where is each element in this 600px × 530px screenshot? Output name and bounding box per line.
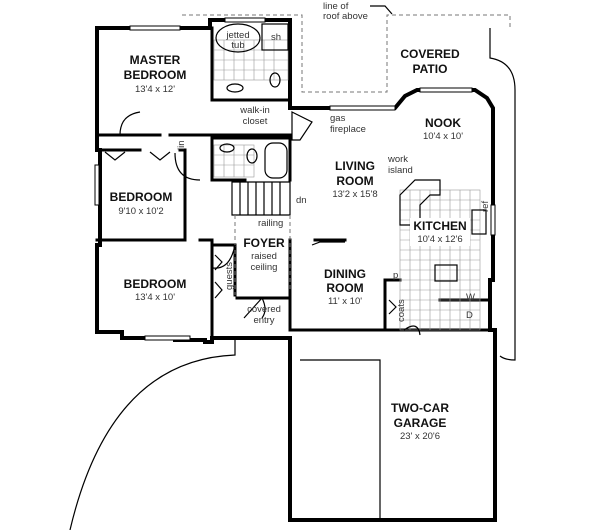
- svg-text:guests: guests: [224, 262, 235, 290]
- closet-door: [104, 151, 397, 315]
- master-bedroom-label: MASTER BEDROOM 13'4 x 12': [124, 53, 187, 95]
- svg-text:10'4 x 12'6: 10'4 x 12'6: [417, 234, 462, 245]
- shower: [261, 23, 289, 51]
- svg-text:23' x 20'6: 23' x 20'6: [400, 431, 440, 442]
- svg-text:NOOK: NOOK: [425, 116, 461, 130]
- svg-text:jetted: jetted: [225, 30, 249, 41]
- svg-text:ROOM: ROOM: [336, 174, 373, 188]
- exterior-wall: [95, 18, 497, 522]
- svg-text:TWO-CAR: TWO-CAR: [391, 401, 449, 415]
- svg-text:13'4 x 10': 13'4 x 10': [135, 292, 175, 303]
- bedroom-2-label: BEDROOM 9'10 x 10'2: [110, 190, 173, 217]
- window: [129, 25, 181, 31]
- svg-text:GARAGE: GARAGE: [394, 416, 447, 430]
- svg-text:entry: entry: [253, 315, 274, 326]
- svg-text:p: p: [393, 270, 398, 281]
- svg-text:gas: gas: [330, 113, 346, 124]
- fireplace: [291, 111, 313, 141]
- svg-text:ROOM: ROOM: [326, 281, 363, 295]
- jetted-tub: [215, 23, 261, 53]
- svg-text:dn: dn: [296, 195, 307, 206]
- window: [329, 105, 396, 111]
- svg-text:raised: raised: [251, 251, 277, 262]
- svg-text:line of: line of: [323, 1, 349, 12]
- svg-text:MASTER: MASTER: [130, 53, 181, 67]
- svg-text:sh: sh: [271, 32, 281, 43]
- bathtub: [264, 142, 288, 179]
- svg-text:railing: railing: [258, 218, 283, 229]
- bath-tile: [213, 39, 289, 178]
- stairs: [231, 181, 291, 216]
- nook-label: NOOK 10'4 x 10': [423, 116, 463, 142]
- kitchen-tile: [399, 189, 481, 331]
- svg-text:LIVING: LIVING: [335, 159, 375, 173]
- living-room-label: LIVING ROOM 13'2 x 15'8: [332, 159, 377, 200]
- patio-edge: [489, 28, 516, 361]
- svg-text:ceiling: ceiling: [251, 262, 278, 273]
- door-swing: [119, 111, 421, 336]
- svg-text:KITCHEN: KITCHEN: [413, 219, 466, 233]
- svg-text:work: work: [387, 154, 408, 165]
- window: [144, 335, 191, 341]
- svg-text:FOYER: FOYER: [243, 236, 285, 250]
- svg-text:D: D: [466, 310, 473, 321]
- kitchen-label: KITCHEN 10'4 x 12'6: [410, 218, 470, 246]
- roof-line: [182, 14, 511, 93]
- dining-room-label: DINING ROOM 11' x 10': [324, 267, 366, 307]
- svg-text:ref: ref: [480, 201, 491, 212]
- svg-text:10'4 x 10': 10'4 x 10': [423, 131, 463, 142]
- window: [94, 164, 100, 206]
- range: [434, 264, 458, 282]
- svg-text:COVERED: COVERED: [400, 47, 460, 61]
- garage-label: TWO-CAR GARAGE 23' x 20'6: [391, 401, 449, 442]
- window: [490, 204, 496, 236]
- sink: [226, 83, 244, 93]
- toilet: [269, 72, 281, 88]
- svg-text:W: W: [466, 292, 475, 303]
- svg-text:9'10 x 10'2: 9'10 x 10'2: [118, 206, 163, 217]
- svg-text:11' x 10': 11' x 10': [328, 296, 362, 307]
- svg-text:covered: covered: [247, 304, 281, 315]
- foyer-label: FOYER raised ceiling: [243, 236, 285, 273]
- svg-text:BEDROOM: BEDROOM: [110, 190, 173, 204]
- garage-door: [300, 359, 381, 520]
- railing-line: [234, 215, 291, 295]
- svg-text:walk-in: walk-in: [239, 105, 270, 116]
- svg-text:fireplace: fireplace: [330, 124, 366, 135]
- svg-text:roof above: roof above: [323, 11, 368, 22]
- window: [419, 87, 473, 93]
- window: [224, 17, 266, 23]
- interior-walls: [95, 26, 492, 340]
- svg-text:tub: tub: [231, 40, 244, 51]
- svg-text:13'4 x 12': 13'4 x 12': [135, 84, 175, 95]
- sink: [219, 143, 235, 153]
- driveway-curve: [69, 338, 236, 530]
- bedroom-3-label: BEDROOM 13'4 x 10': [124, 277, 187, 303]
- svg-text:BEDROOM: BEDROOM: [124, 277, 187, 291]
- svg-text:BEDROOM: BEDROOM: [124, 68, 187, 82]
- svg-text:PATIO: PATIO: [413, 62, 448, 76]
- sink: [471, 209, 487, 235]
- dining-opening: [311, 241, 345, 246]
- covered-patio-label: COVERED PATIO: [400, 47, 460, 76]
- svg-text:island: island: [388, 165, 413, 176]
- svg-text:13'2 x 15'8: 13'2 x 15'8: [332, 189, 377, 200]
- svg-text:lin: lin: [176, 140, 187, 150]
- svg-text:coats: coats: [396, 299, 407, 322]
- svg-text:DINING: DINING: [324, 267, 366, 281]
- work-island: [399, 179, 441, 226]
- toilet: [246, 148, 258, 164]
- roof-line-pointer: [370, 5, 393, 15]
- svg-text:closet: closet: [243, 116, 268, 127]
